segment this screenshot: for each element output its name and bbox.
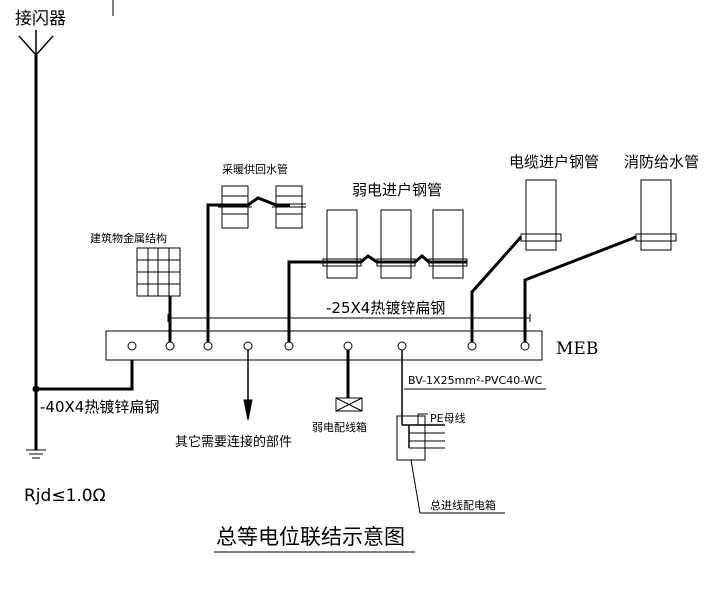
weak-pipes bbox=[326, 209, 464, 279]
label-cable-pipe: 电缆进户钢管 bbox=[509, 153, 599, 171]
label-fire-pipe: 消防给水管 bbox=[624, 153, 699, 171]
terminal-3 bbox=[203, 341, 213, 351]
terminal-1 bbox=[127, 341, 137, 351]
label-other-parts: 其它需要连接的部件 bbox=[175, 434, 292, 450]
terminal-6 bbox=[343, 341, 353, 351]
bar-25-leader bbox=[167, 314, 531, 322]
weak-box-symbol bbox=[335, 397, 363, 412]
terminal-5 bbox=[284, 341, 294, 351]
weak-bond-wire bbox=[287, 254, 467, 342]
building-metal-grid bbox=[136, 247, 181, 297]
label-resistance: Rjd≤1.0Ω bbox=[24, 486, 106, 506]
diagram-title: 总等电位联结示意图 bbox=[216, 525, 405, 549]
cable-bond-wire bbox=[470, 236, 523, 342]
fire-bond-wire bbox=[523, 235, 637, 342]
label-building-metal: 建筑物金属结构 bbox=[90, 231, 167, 245]
label-weak-box: 弱电配线箱 bbox=[312, 420, 367, 434]
cable-pipe bbox=[525, 179, 557, 251]
terminal-9 bbox=[520, 341, 530, 351]
label-meb: MEB bbox=[556, 339, 598, 359]
heating-bond-wire bbox=[206, 196, 290, 342]
label-main-box: 总进线配电箱 bbox=[430, 498, 496, 512]
terminal-4 bbox=[243, 341, 253, 351]
label-bar-40: -40X4热镀锌扁钢 bbox=[40, 398, 159, 416]
main-box-outline bbox=[396, 415, 426, 461]
fire-pipe bbox=[640, 179, 672, 251]
pe-bus-symbol bbox=[402, 413, 445, 449]
other-parts-arrow bbox=[243, 399, 253, 421]
meb-terminals bbox=[127, 341, 530, 351]
label-pe-bar: PE母线 bbox=[430, 411, 466, 425]
label-cable-spec: BV-1X25mm²-PVC40-WC bbox=[408, 374, 543, 387]
ground-symbol bbox=[26, 449, 46, 459]
label-bar-25: -25X4热镀锌扁钢 bbox=[326, 299, 445, 317]
terminal-7 bbox=[397, 341, 407, 351]
main-box-leader bbox=[410, 459, 505, 514]
label-heating-pipe: 采暖供回水管 bbox=[222, 162, 288, 176]
terminal-2 bbox=[165, 341, 175, 351]
terminal-8 bbox=[467, 341, 477, 351]
label-lightning-arrester: 接闪器 bbox=[15, 9, 66, 29]
lightning-arrester-symbol bbox=[18, 30, 54, 56]
label-weak-pipe: 弱电进户钢管 bbox=[352, 181, 442, 199]
